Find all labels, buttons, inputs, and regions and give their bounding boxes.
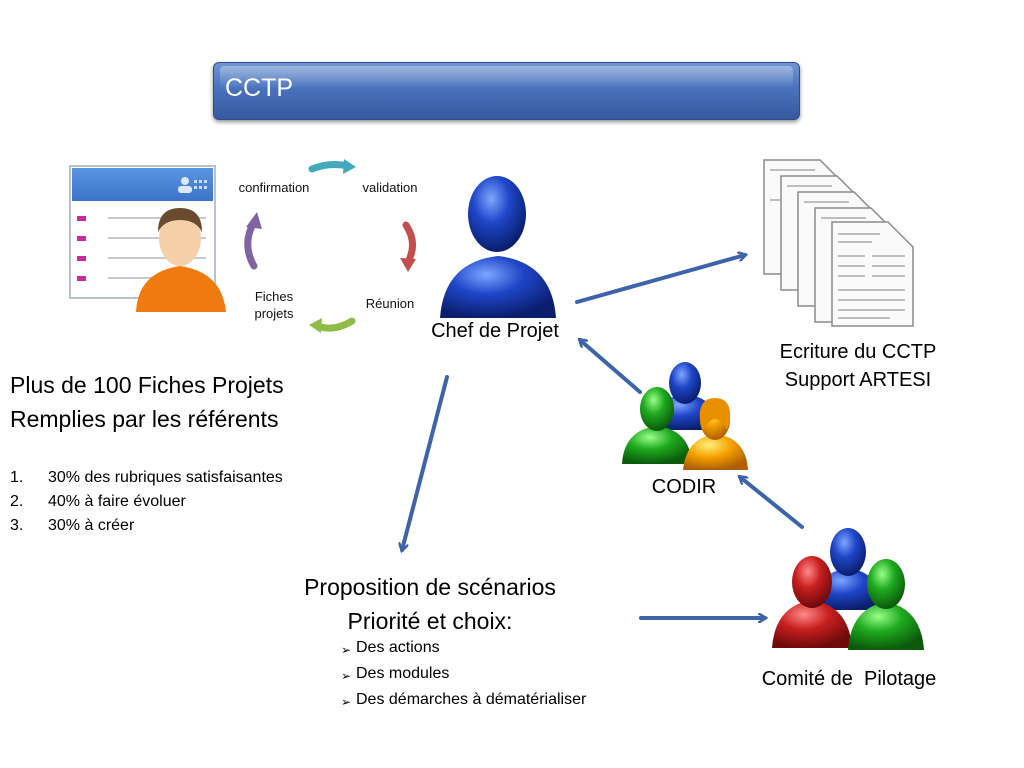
cycle-label-confirmation: confirmation (238, 180, 310, 195)
list-item-text: 40% à faire évoluer (48, 493, 186, 510)
arrow-bullet-icon: ➢ (341, 669, 352, 683)
list-item: 1. 30% des rubriques satisfaisantes (10, 466, 330, 490)
list-item: 3. 30% à créer (10, 514, 330, 538)
proposition-heading: Proposition de scénarios Priorité et cho… (270, 570, 590, 638)
codir-label: CODIR (651, 476, 717, 498)
list-item-num: 1. (10, 469, 24, 486)
arrow-to-proposition (402, 375, 449, 550)
cycle-label-reunion: Réunion (365, 296, 415, 311)
arrow-bullet-icon: ➢ (341, 695, 352, 709)
comite-pilotage-group-icon (772, 528, 924, 650)
fiches-summary: Plus de 100 Fiches Projets Remplies par … (10, 368, 350, 436)
list-item-text: Des démarches à dématérialiser (356, 691, 587, 708)
proposition-list: ➢ Des actions ➢ Des modules ➢ Des démarches… (341, 636, 641, 714)
list-item-num: 2. (10, 493, 24, 510)
arrow-to-ecriture (575, 255, 745, 304)
list-item: ➢ Des démarches à dématérialiser (341, 688, 641, 714)
ecriture-line2: Support ARTESI (784, 369, 932, 391)
fiches-summary-line2: Remplies par les référents (10, 406, 279, 432)
proposition-line1: Proposition de scénarios (304, 574, 556, 600)
list-item: ➢ Des modules (341, 662, 641, 688)
list-item-num: 3. (10, 517, 24, 534)
proposition-line2: Priorité et choix: (347, 608, 513, 634)
cycle-label-fiches: Fiches projets (236, 288, 312, 322)
list-item: 2. 40% à faire évoluer (10, 490, 330, 514)
arrow-bullet-icon: ➢ (341, 643, 352, 657)
list-item-text: Des modules (356, 665, 450, 682)
codir-group-icon (622, 362, 748, 470)
flow-arrows (402, 255, 804, 618)
arrow-codir-to-chef (580, 340, 642, 394)
chef-de-projet-icon (440, 176, 556, 318)
chef-label: Chef de Projet (431, 320, 559, 342)
form-user-icon (69, 165, 226, 312)
arrow-comite-to-codir (740, 477, 804, 529)
ecriture-label: Ecriture du CCTP Support ARTESI (748, 338, 968, 394)
cycle-label-fiches-line1: Fiches (254, 289, 294, 304)
ecriture-line1: Ecriture du CCTP (779, 341, 937, 363)
cycle-label-validation: validation (362, 180, 418, 195)
list-item-text: Des actions (356, 639, 440, 656)
comite-label: Comité de Pilotage (761, 668, 937, 690)
cycle-label-fiches-line2: projets (254, 306, 294, 321)
fiches-list: 1. 30% des rubriques satisfaisantes 2. 40%… (10, 466, 330, 538)
page-title: CCTP (225, 74, 294, 102)
title-bar (213, 62, 800, 120)
cycle-arrows (244, 159, 416, 333)
list-item-text: 30% à créer (48, 517, 135, 534)
fiches-summary-line1: Plus de 100 Fiches Projets (10, 372, 284, 398)
list-item-text: 30% des rubriques satisfaisantes (48, 469, 283, 486)
list-item: ➢ Des actions (341, 636, 641, 662)
documents-stack-icon (763, 159, 914, 327)
